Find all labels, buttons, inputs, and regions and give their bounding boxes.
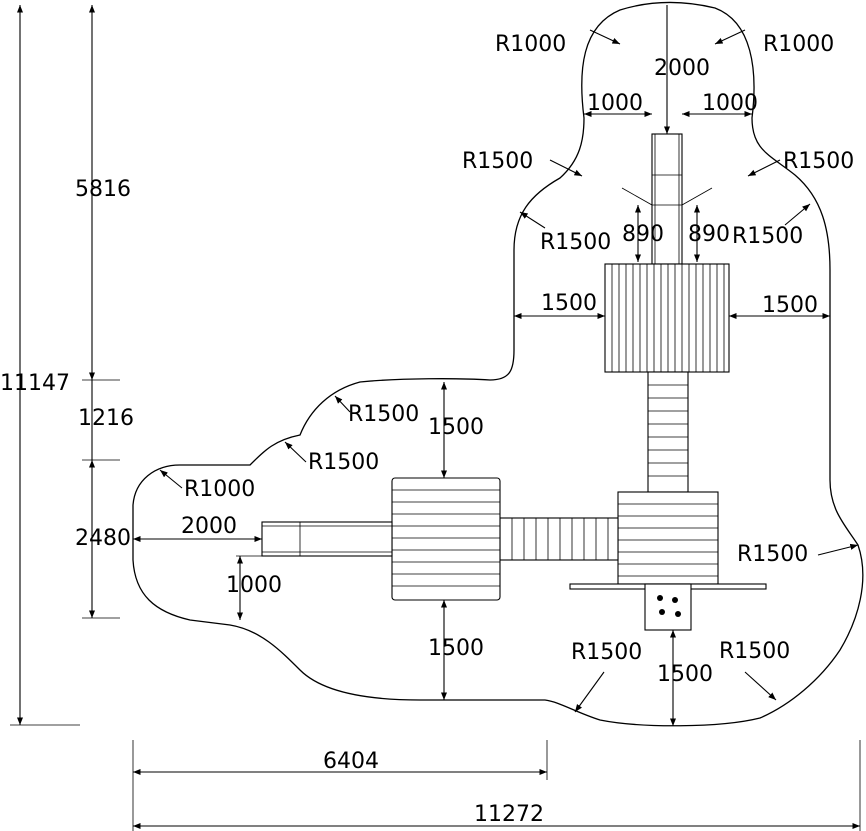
radius-upper-left-inner: R1500 — [540, 230, 611, 255]
upper-tower-deck — [604, 263, 730, 373]
dim-left-deck-top-clearance: 1500 — [428, 415, 484, 440]
radius-top-right: R1000 — [763, 32, 834, 57]
dim-top-width: 2000 — [654, 56, 710, 81]
dim-total-height: 11147 — [0, 371, 70, 396]
radius-bottom-left: R1500 — [571, 640, 642, 665]
dim-slide-right-gap: 890 — [688, 222, 730, 247]
dim-tower-right-clearance: 1500 — [762, 293, 818, 318]
radius-top-left: R1000 — [495, 32, 566, 57]
dim-bottom-clearance: 1500 — [657, 662, 713, 687]
radius-upper-left-outer: R1500 — [462, 149, 533, 174]
dim-top-right-offset: 1000 — [702, 91, 758, 116]
radius-mid-left-lower: R1500 — [308, 450, 379, 475]
vertical-bridge — [647, 371, 689, 493]
horizontal-bridge — [499, 517, 619, 561]
left-deck — [391, 477, 501, 601]
dim-tower-left-clearance: 1500 — [541, 291, 597, 316]
safety-zone-outline — [132, 1, 864, 727]
radius-bottom-right: R1500 — [719, 639, 790, 664]
lower-right-deck — [569, 491, 767, 631]
radius-right-lower: R1500 — [737, 542, 808, 567]
radius-far-left: R1000 — [184, 477, 255, 502]
radius-mid-left-upper: R1500 — [348, 402, 419, 427]
dim-middle-height: 1216 — [78, 406, 134, 431]
left-slide — [261, 521, 393, 557]
dim-width-partial: 6404 — [323, 749, 379, 774]
dim-left-deck-bottom-clearance: 1500 — [428, 636, 484, 661]
radius-upper-right-inner: R1500 — [732, 224, 803, 249]
dim-lower-height: 2480 — [75, 526, 131, 551]
dim-upper-height: 5816 — [75, 177, 131, 202]
radius-upper-right-outer: R1500 — [783, 149, 854, 174]
dim-slide-left-gap: 890 — [622, 222, 664, 247]
dim-left-slide-offset: 1000 — [226, 573, 282, 598]
dim-width-total: 11272 — [474, 802, 544, 827]
dim-top-left-offset: 1000 — [587, 91, 643, 116]
dim-left-slide-length: 2000 — [181, 514, 237, 539]
